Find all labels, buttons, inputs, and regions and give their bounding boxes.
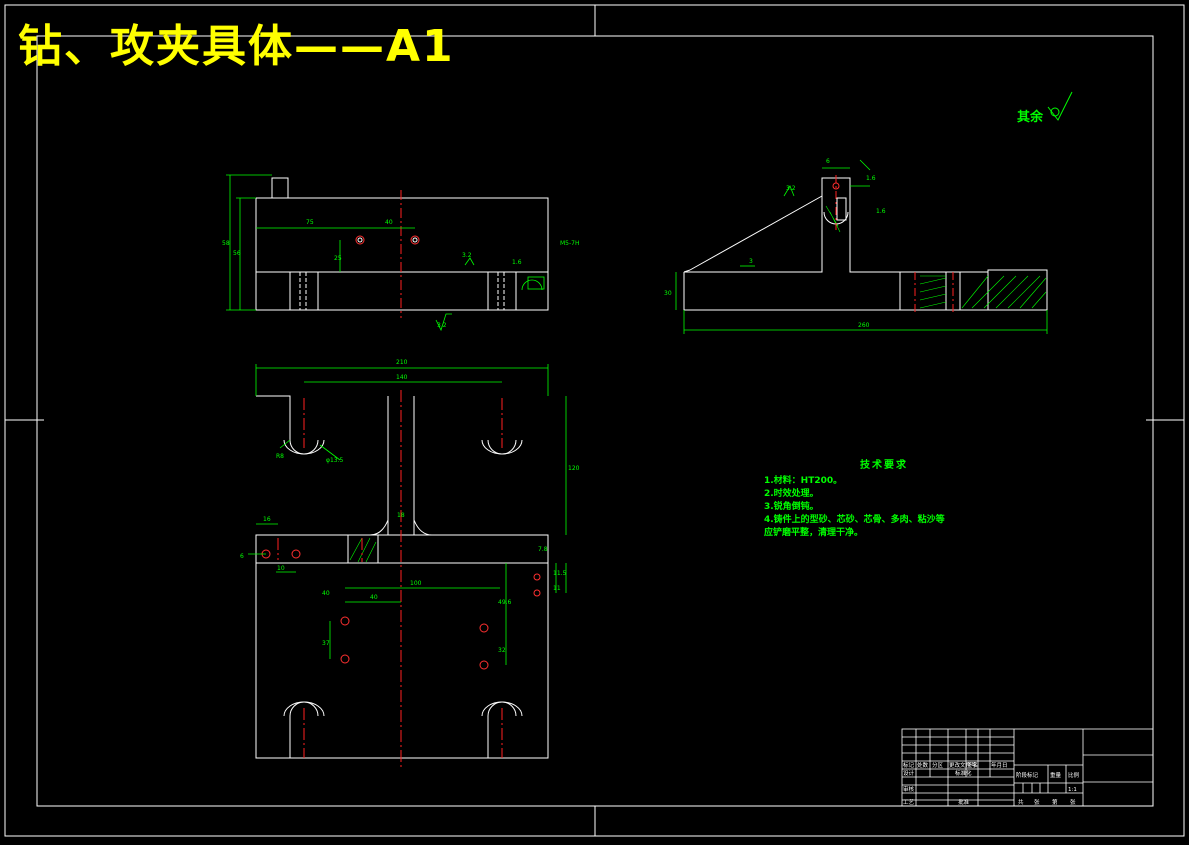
front-view: 75 40 25 58 56 3.2 3.2 1.6 M5-7H (222, 174, 580, 332)
dim-40: 40 (385, 219, 393, 226)
ra-3-2: 3.2 (462, 252, 472, 259)
dim-75: 75 (306, 219, 314, 226)
side-view: 260 30 6 3 3.2 1.6 1.6 (664, 158, 1048, 334)
drawing-title: 钻、攻夹具体——A1 (18, 21, 455, 72)
top-view: 210 140 120 R8 φ13.5 18 16 10 6 100 40 4… (240, 359, 580, 768)
side-ra-1-6: 1.6 (866, 175, 876, 182)
title-block (901, 728, 1154, 807)
tech-item: 4.铸件上的型砂、芯砂、芯骨、多肉、粘沙等 (764, 515, 945, 525)
dim-3: 3 (749, 258, 753, 265)
svg-text:张: 张 (1034, 798, 1040, 806)
tech-item: 3.锐角倒钝。 (764, 502, 819, 512)
thread-m5: M5-7H (560, 240, 580, 247)
hatch-pattern (825, 205, 1047, 309)
dim-phi13-5: φ13.5 (326, 457, 344, 464)
dim-120: 120 (568, 465, 580, 472)
svg-text:批准: 批准 (958, 798, 970, 806)
dim-100: 100 (410, 580, 422, 587)
svg-text:标记: 标记 (903, 761, 915, 769)
dim-40-v: 40 (322, 590, 330, 597)
tech-item: 应铲磨平整，清理干净。 (764, 528, 864, 538)
ra-1-6: 1.6 (512, 259, 522, 266)
dim-11-5: 11.5 (553, 570, 567, 577)
svg-text:标准化: 标准化 (955, 769, 972, 777)
dim-260: 260 (858, 322, 870, 329)
svg-text:更改文件号: 更改文件号 (949, 761, 977, 769)
svg-text:年月日: 年月日 (991, 761, 1008, 769)
dim-7-8: 7.8 (538, 546, 548, 553)
svg-text:设计: 设计 (903, 769, 915, 777)
dim-210: 210 (396, 359, 408, 366)
dim-49-6: 49.6 (498, 599, 512, 606)
dim-6: 6 (826, 158, 830, 165)
holes (261, 549, 541, 670)
svg-text:1:1: 1:1 (1068, 787, 1077, 793)
svg-text:阶段标记: 阶段标记 (1016, 771, 1039, 779)
dim-25: 25 (334, 255, 342, 262)
svg-text:第: 第 (1052, 798, 1058, 806)
dim-6-left: 6 (240, 553, 244, 560)
dim-30: 30 (664, 290, 672, 297)
side-ra-3-2: 3.2 (786, 185, 796, 192)
dim-32: 32 (498, 647, 506, 654)
dim-140: 140 (396, 374, 408, 381)
dim-16: 16 (263, 516, 271, 523)
dim-10: 10 (277, 565, 285, 572)
roughness-symbol-icon (1047, 91, 1073, 121)
ra-3-2-bottom: 3.2 (437, 322, 447, 329)
svg-text:签名: 签名 (967, 761, 978, 769)
svg-text:比例: 比例 (1068, 771, 1080, 779)
svg-text:工艺: 工艺 (903, 799, 915, 806)
dim-37: 37 (322, 640, 330, 647)
svg-text:处数: 处数 (917, 761, 929, 769)
side-ra-1-6-b: 1.6 (876, 208, 886, 215)
title-block-labels: 标记 处数 分区 更改文件号 签名 年月日 设计 标准化 审核 工艺 批准 阶段… (903, 761, 1080, 806)
svg-text:张: 张 (1070, 798, 1076, 806)
dim-11: 11 (553, 585, 561, 592)
sheet-borders (4, 4, 1185, 837)
svg-text:审核: 审核 (903, 785, 915, 793)
dim-40-h: 40 (370, 594, 378, 601)
svg-text:共: 共 (1018, 798, 1024, 806)
dim-56: 56 (233, 250, 241, 257)
roughness-note: 其余 (1017, 110, 1044, 125)
svg-text:分区: 分区 (932, 761, 944, 769)
dim-58: 58 (222, 240, 230, 247)
tech-requirements: 技术要求 1.材料：HT200。 2.时效处理。 3.锐角倒钝。 4.铸件上的型… (764, 459, 1004, 540)
tech-requirements-title: 技术要求 (860, 460, 908, 471)
tech-item: 2.时效处理。 (764, 489, 819, 499)
dim-r8: R8 (276, 453, 284, 460)
svg-text:重量: 重量 (1050, 771, 1062, 779)
tech-item: 1.材料：HT200。 (764, 476, 843, 486)
dim-18: 18 (397, 512, 405, 519)
